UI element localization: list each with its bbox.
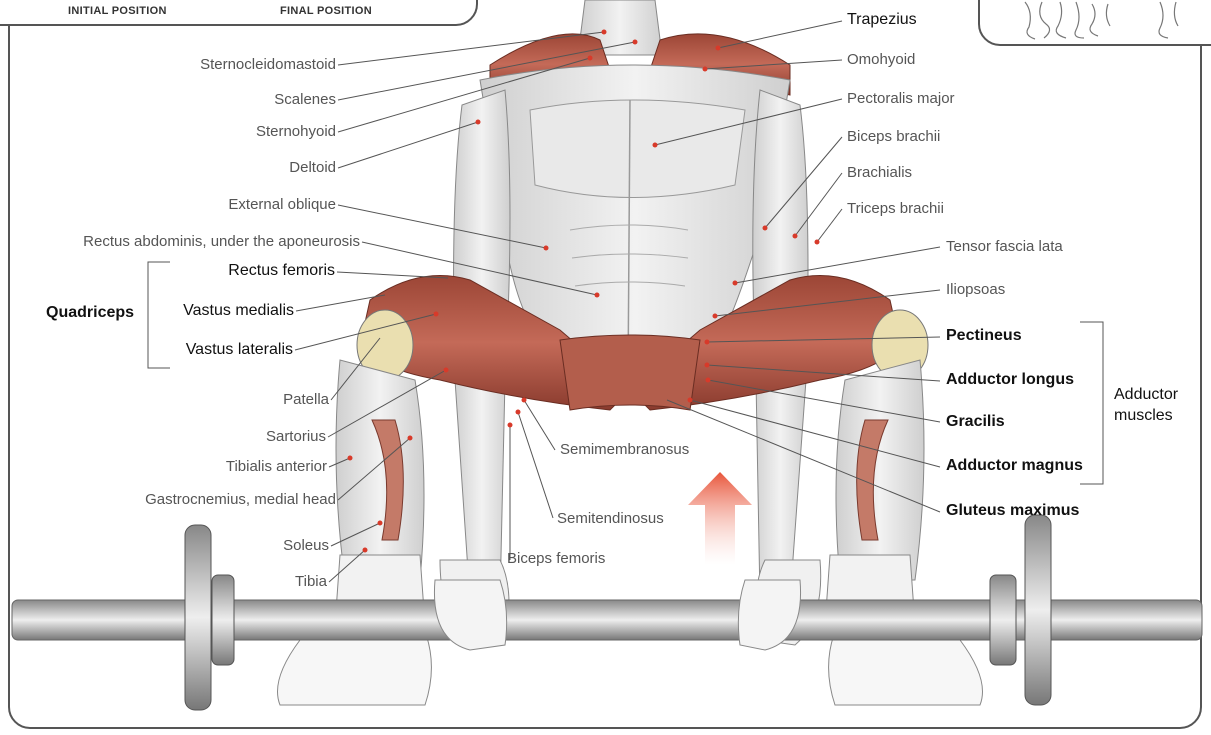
label-scalenes: Scalenes — [274, 91, 336, 109]
label-biceps-femoris: Biceps femoris — [507, 550, 605, 568]
label-vastus-medialis: Vastus medialis — [183, 302, 294, 320]
label-rectus-femoris: Rectus femoris — [228, 262, 335, 280]
label-quadriceps: Quadriceps — [46, 304, 134, 322]
label-adductor-longus: Adductor longus — [946, 371, 1074, 389]
label-adductor-magnus: Adductor magnus — [946, 457, 1083, 475]
label-brachialis: Brachialis — [847, 164, 912, 182]
label-biceps-brachii: Biceps brachii — [847, 128, 940, 146]
upward-arrow — [688, 472, 752, 565]
label-adductor-muscles-line1: Adductor — [1114, 386, 1178, 404]
label-external-oblique: External oblique — [228, 196, 336, 214]
label-pectoralis-major: Pectoralis major — [847, 90, 955, 108]
label-gluteus-maximus: Gluteus maximus — [946, 502, 1079, 520]
barbell — [12, 515, 1202, 710]
label-soleus: Soleus — [283, 537, 329, 555]
label-tensor-fascia-lata: Tensor fascia lata — [946, 238, 1063, 256]
label-sternocleidomastoid: Sternocleidomastoid — [200, 56, 336, 74]
label-rectus-abdominis: Rectus abdominis, under the aponeurosis — [83, 233, 360, 251]
label-iliopsoas: Iliopsoas — [946, 281, 1005, 299]
label-tibialis-anterior: Tibialis anterior — [226, 458, 327, 476]
label-semimembranosus: Semimembranosus — [560, 441, 689, 459]
label-omohyoid: Omohyoid — [847, 51, 915, 69]
label-sternohyoid: Sternohyoid — [256, 123, 336, 141]
label-pectineus: Pectineus — [946, 327, 1022, 345]
label-deltoid: Deltoid — [289, 159, 336, 177]
label-gracilis: Gracilis — [946, 413, 1005, 431]
label-patella: Patella — [283, 391, 329, 409]
label-vastus-lateralis: Vastus lateralis — [186, 341, 293, 359]
label-adductor-muscles-line2: muscles — [1114, 407, 1173, 425]
label-sartorius: Sartorius — [266, 428, 326, 446]
label-triceps-brachii: Triceps brachii — [847, 200, 944, 218]
label-semitendinosus: Semitendinosus — [557, 510, 664, 528]
label-trapezius: Trapezius — [847, 11, 917, 29]
label-gastrocnemius: Gastrocnemius, medial head — [145, 491, 336, 509]
label-tibia: Tibia — [295, 573, 327, 591]
